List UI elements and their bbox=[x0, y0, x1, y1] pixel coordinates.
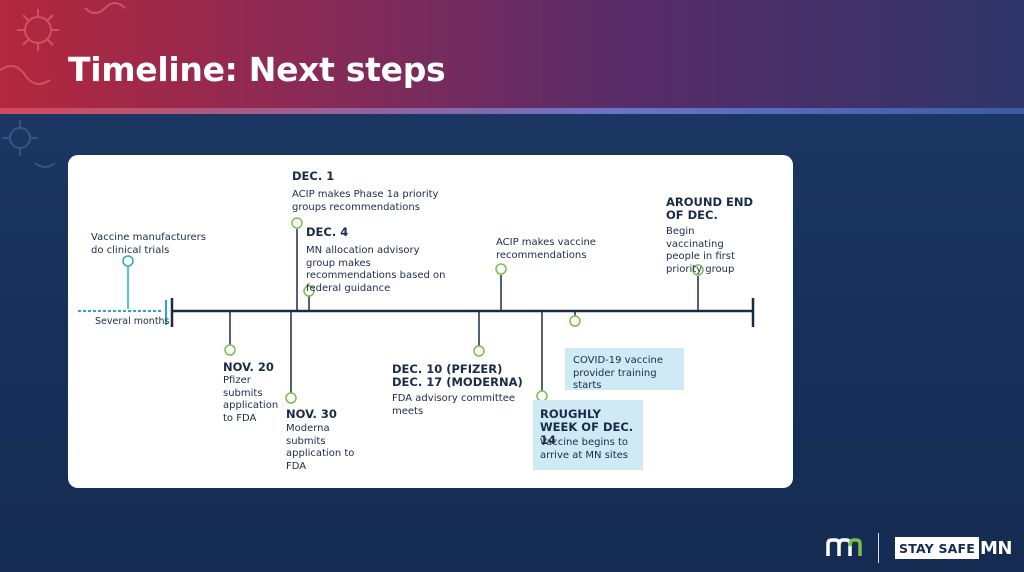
nov30-date: NOV. 30 bbox=[286, 407, 337, 421]
header-stripe bbox=[0, 108, 1024, 114]
nov20-text: Pfizer submits application to FDA bbox=[223, 375, 279, 424]
nov30-text: Moderna submits application to FDA bbox=[286, 423, 355, 472]
timeline-graphic bbox=[78, 217, 755, 404]
before-label: Vaccine manufacturers do clinical trials bbox=[91, 232, 206, 256]
dec10-date-line1: DEC. 10 (PFIZER) bbox=[392, 362, 503, 376]
training-marker bbox=[569, 315, 581, 327]
dec1-marker bbox=[291, 217, 303, 229]
dec4-text: MN allocation advisory group makes recom… bbox=[306, 245, 446, 294]
timeline-card: Vaccine manufacturers do clinical trials… bbox=[68, 155, 793, 488]
dec4-marker bbox=[303, 285, 315, 297]
training-text: COVID-19 vaccine provider training start… bbox=[573, 355, 663, 391]
stay-safe-label: STAY SAFE bbox=[895, 537, 979, 559]
dec1-date: DEC. 1 bbox=[292, 169, 335, 183]
virus-decoration-icon bbox=[0, 2, 126, 85]
acip-text: ACIP makes vaccine recommendations bbox=[496, 237, 596, 261]
before-marker bbox=[122, 255, 134, 267]
before-duration-label: Several months bbox=[95, 316, 170, 327]
training-highlight-box bbox=[565, 348, 684, 390]
footer-separator bbox=[878, 533, 879, 563]
nov20-marker bbox=[224, 344, 236, 356]
page-title: Timeline: Next steps bbox=[68, 50, 446, 89]
mn-logo-icon bbox=[826, 538, 862, 556]
week14-text: Vaccine begins to arrive at MN sites bbox=[540, 437, 629, 461]
dec10-date-line2: DEC. 17 (MODERNA) bbox=[392, 375, 523, 389]
dec10-marker bbox=[473, 345, 485, 357]
week14-highlight-box bbox=[533, 400, 643, 470]
week14-date: ROUGHLY WEEK OF DEC. 14 bbox=[540, 407, 634, 447]
virus-decoration-icon bbox=[2, 120, 56, 168]
enddec-marker bbox=[692, 264, 704, 276]
mn-label: MN bbox=[980, 537, 1012, 559]
dec10-text: FDA advisory committee meets bbox=[392, 393, 516, 417]
dec1-text: ACIP makes Phase 1a priority groups reco… bbox=[292, 189, 439, 213]
acip-marker bbox=[495, 263, 507, 275]
enddec-text: Begin vaccinating people in first priori… bbox=[666, 226, 735, 275]
enddec-date: AROUND END OF DEC. bbox=[666, 195, 754, 222]
nov20-date: NOV. 20 bbox=[223, 360, 274, 374]
stay-safe-mn-logo: STAY SAFE MN bbox=[895, 537, 1012, 559]
header-banner bbox=[0, 0, 1024, 108]
dec4-date: DEC. 4 bbox=[306, 225, 349, 239]
nov30-marker bbox=[285, 392, 297, 404]
